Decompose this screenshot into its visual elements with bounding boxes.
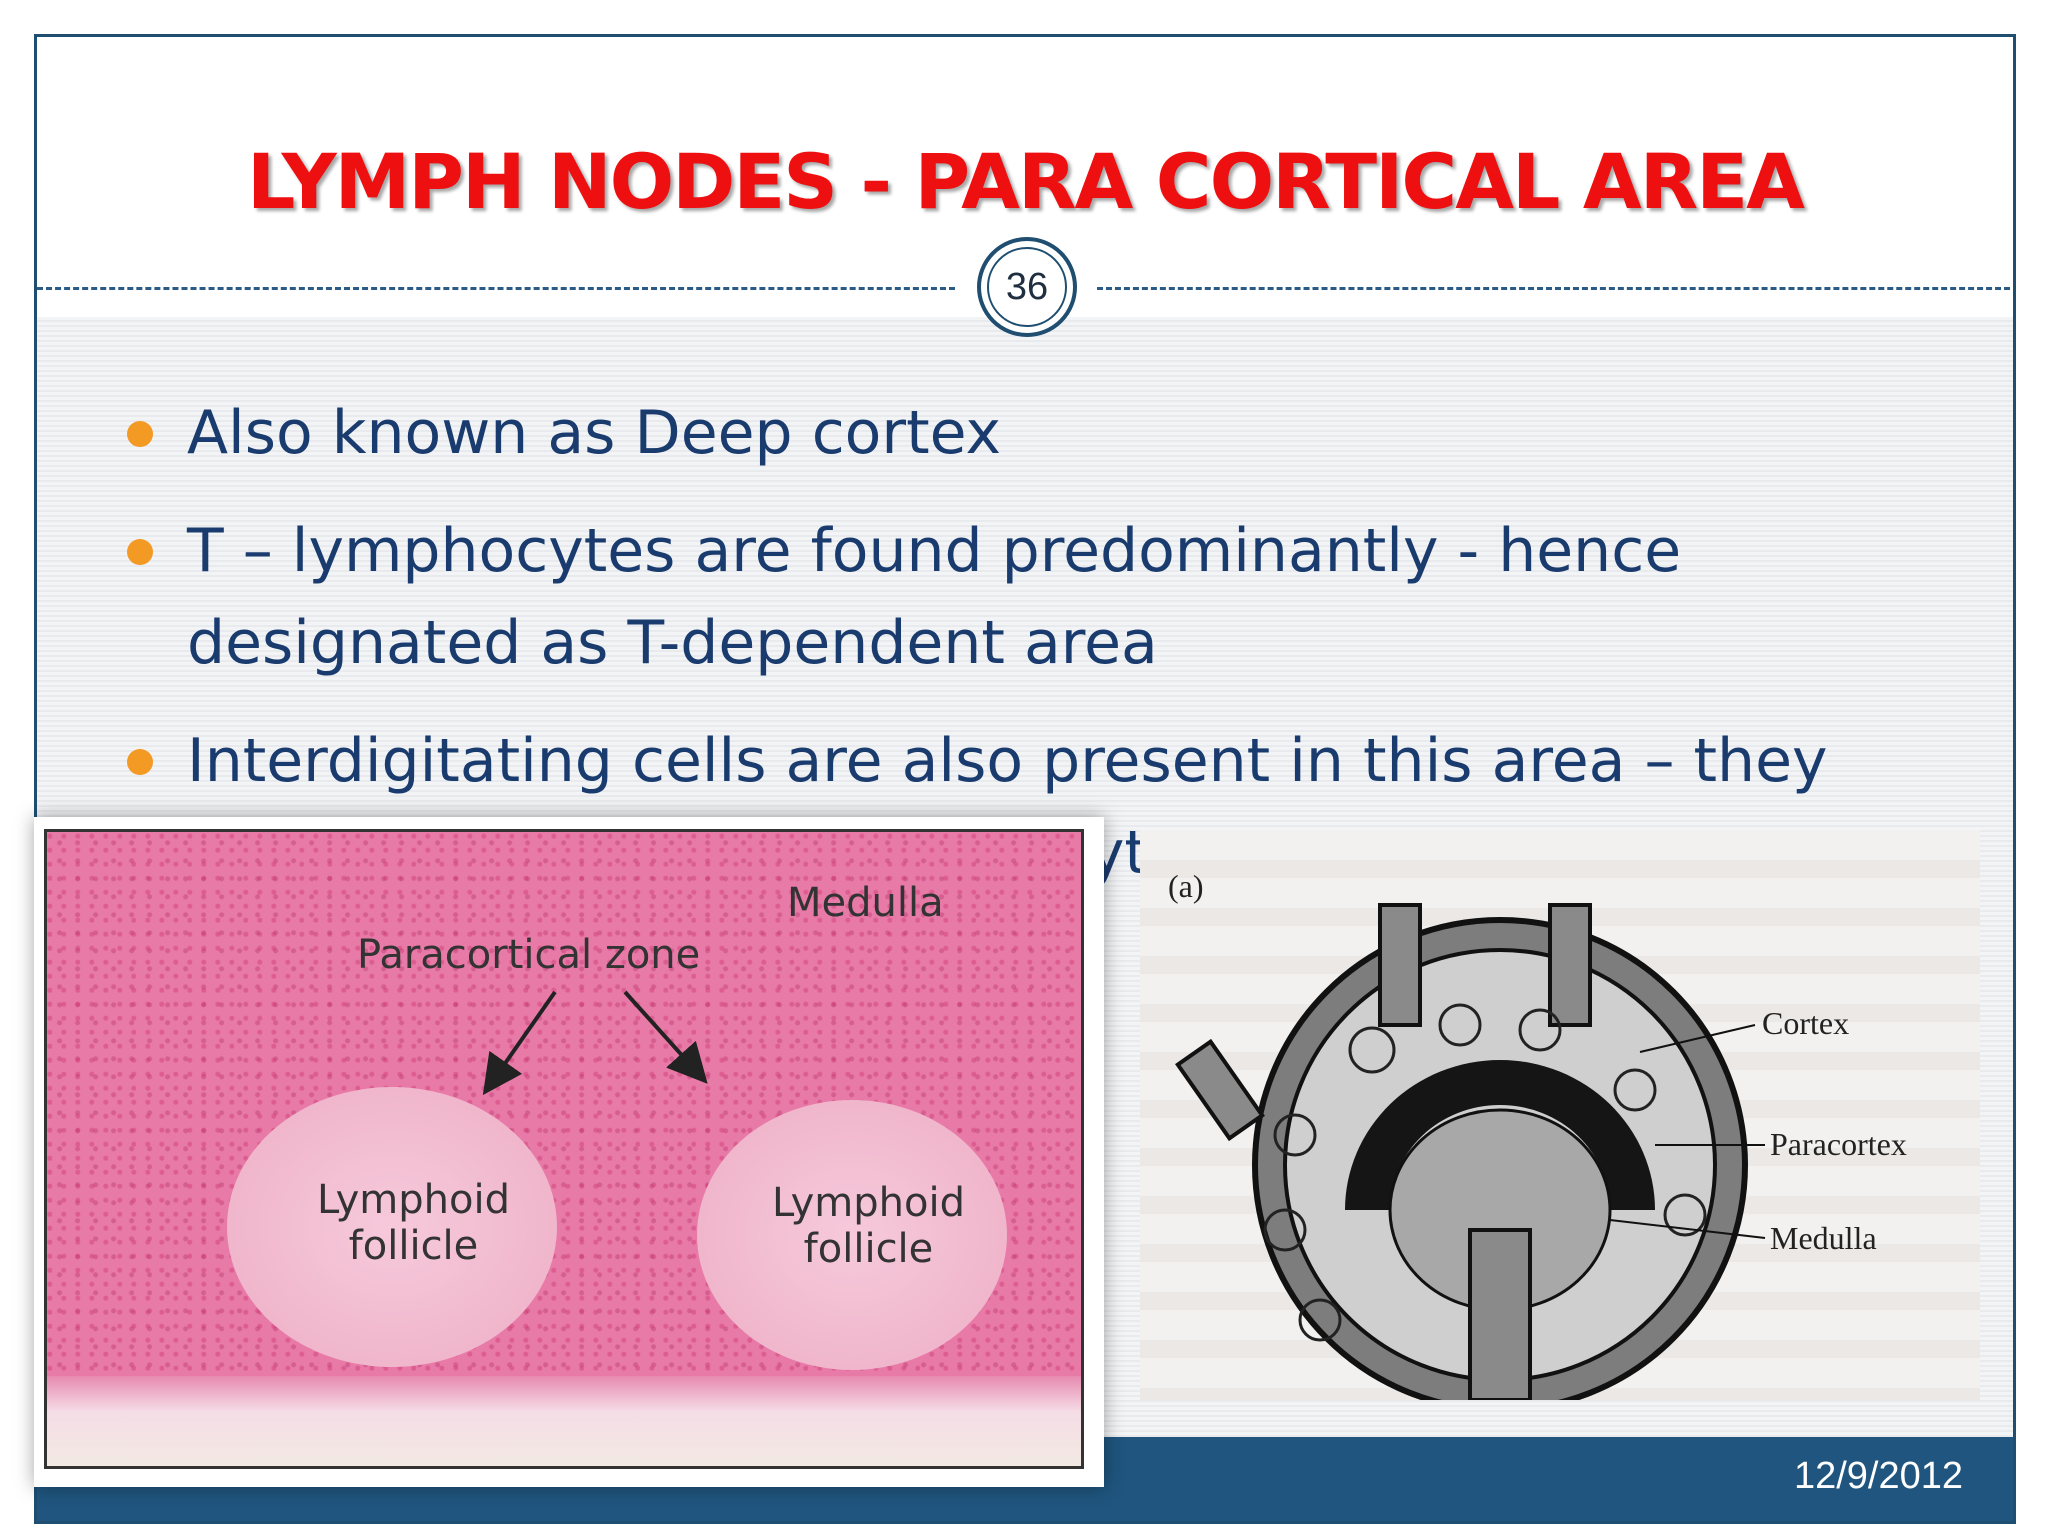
follicle-right-line1: Lymphoid [772,1180,965,1226]
bullet-dot-icon [127,539,153,565]
capsule-band [47,1376,1081,1466]
follicle-clusters [1263,1003,1707,1342]
bullet-dot-icon [127,749,153,775]
bullet-dot-icon [127,421,153,447]
paracortex-label: Paracortex [1770,1126,1907,1162]
divider-right [1097,287,2013,290]
medulla-label: Medulla [787,880,944,926]
follicle-right-label: Lymphoid follicle [772,1180,965,1272]
medulla-diagram-label: Medulla [1770,1220,1877,1256]
lymph-node-schematic [1175,903,1766,1400]
bullet-item: Also known as Deep cortex [97,387,1947,479]
follicle-left-line2: follicle [348,1223,479,1269]
panel-label: (a) [1168,868,1204,904]
efferent-vessel [1468,1228,1532,1400]
arrow-right [623,990,708,1084]
bullet-text: Also known as Deep cortex [187,398,1001,468]
page-number: 36 [987,247,1067,327]
follicle-left-label: Lymphoid follicle [317,1177,510,1269]
slide-title: LYMPH NODES - PARA CORTICAL AREA [247,137,1805,226]
paracortical-zone-label: Paracortical zone [357,932,701,978]
afferent-vessel-left [1378,903,1422,1027]
lymph-node-diagram: (a) Cortex Paracortex Medulla [1140,830,1980,1400]
lymphoid-follicle-left [227,1087,557,1367]
lymphoid-follicle-right [697,1100,1007,1370]
side-vessel [1175,1038,1265,1142]
histology-micrograph: Medulla Paracortical zone Lymphoid folli… [44,829,1084,1469]
bullet-item: T – lymphocytes are found predominantly … [97,505,1947,689]
page-number-badge: 36 [977,237,1077,337]
afferent-vessel-right [1548,903,1592,1027]
cortex-label: Cortex [1762,1005,1850,1041]
histology-image: Medulla Paracortical zone Lymphoid folli… [34,817,1104,1487]
follicle-left-line1: Lymphoid [317,1177,510,1223]
slide-date: 12/9/2012 [1793,1455,1963,1497]
bullet-text: T – lymphocytes are found predominantly … [187,516,1682,678]
divider-left [37,287,955,290]
arrows-overlay [482,990,708,1096]
arrow-left [482,990,557,1096]
follicle-right-line2: follicle [803,1226,934,1272]
paracortex-band [1345,1060,1655,1210]
